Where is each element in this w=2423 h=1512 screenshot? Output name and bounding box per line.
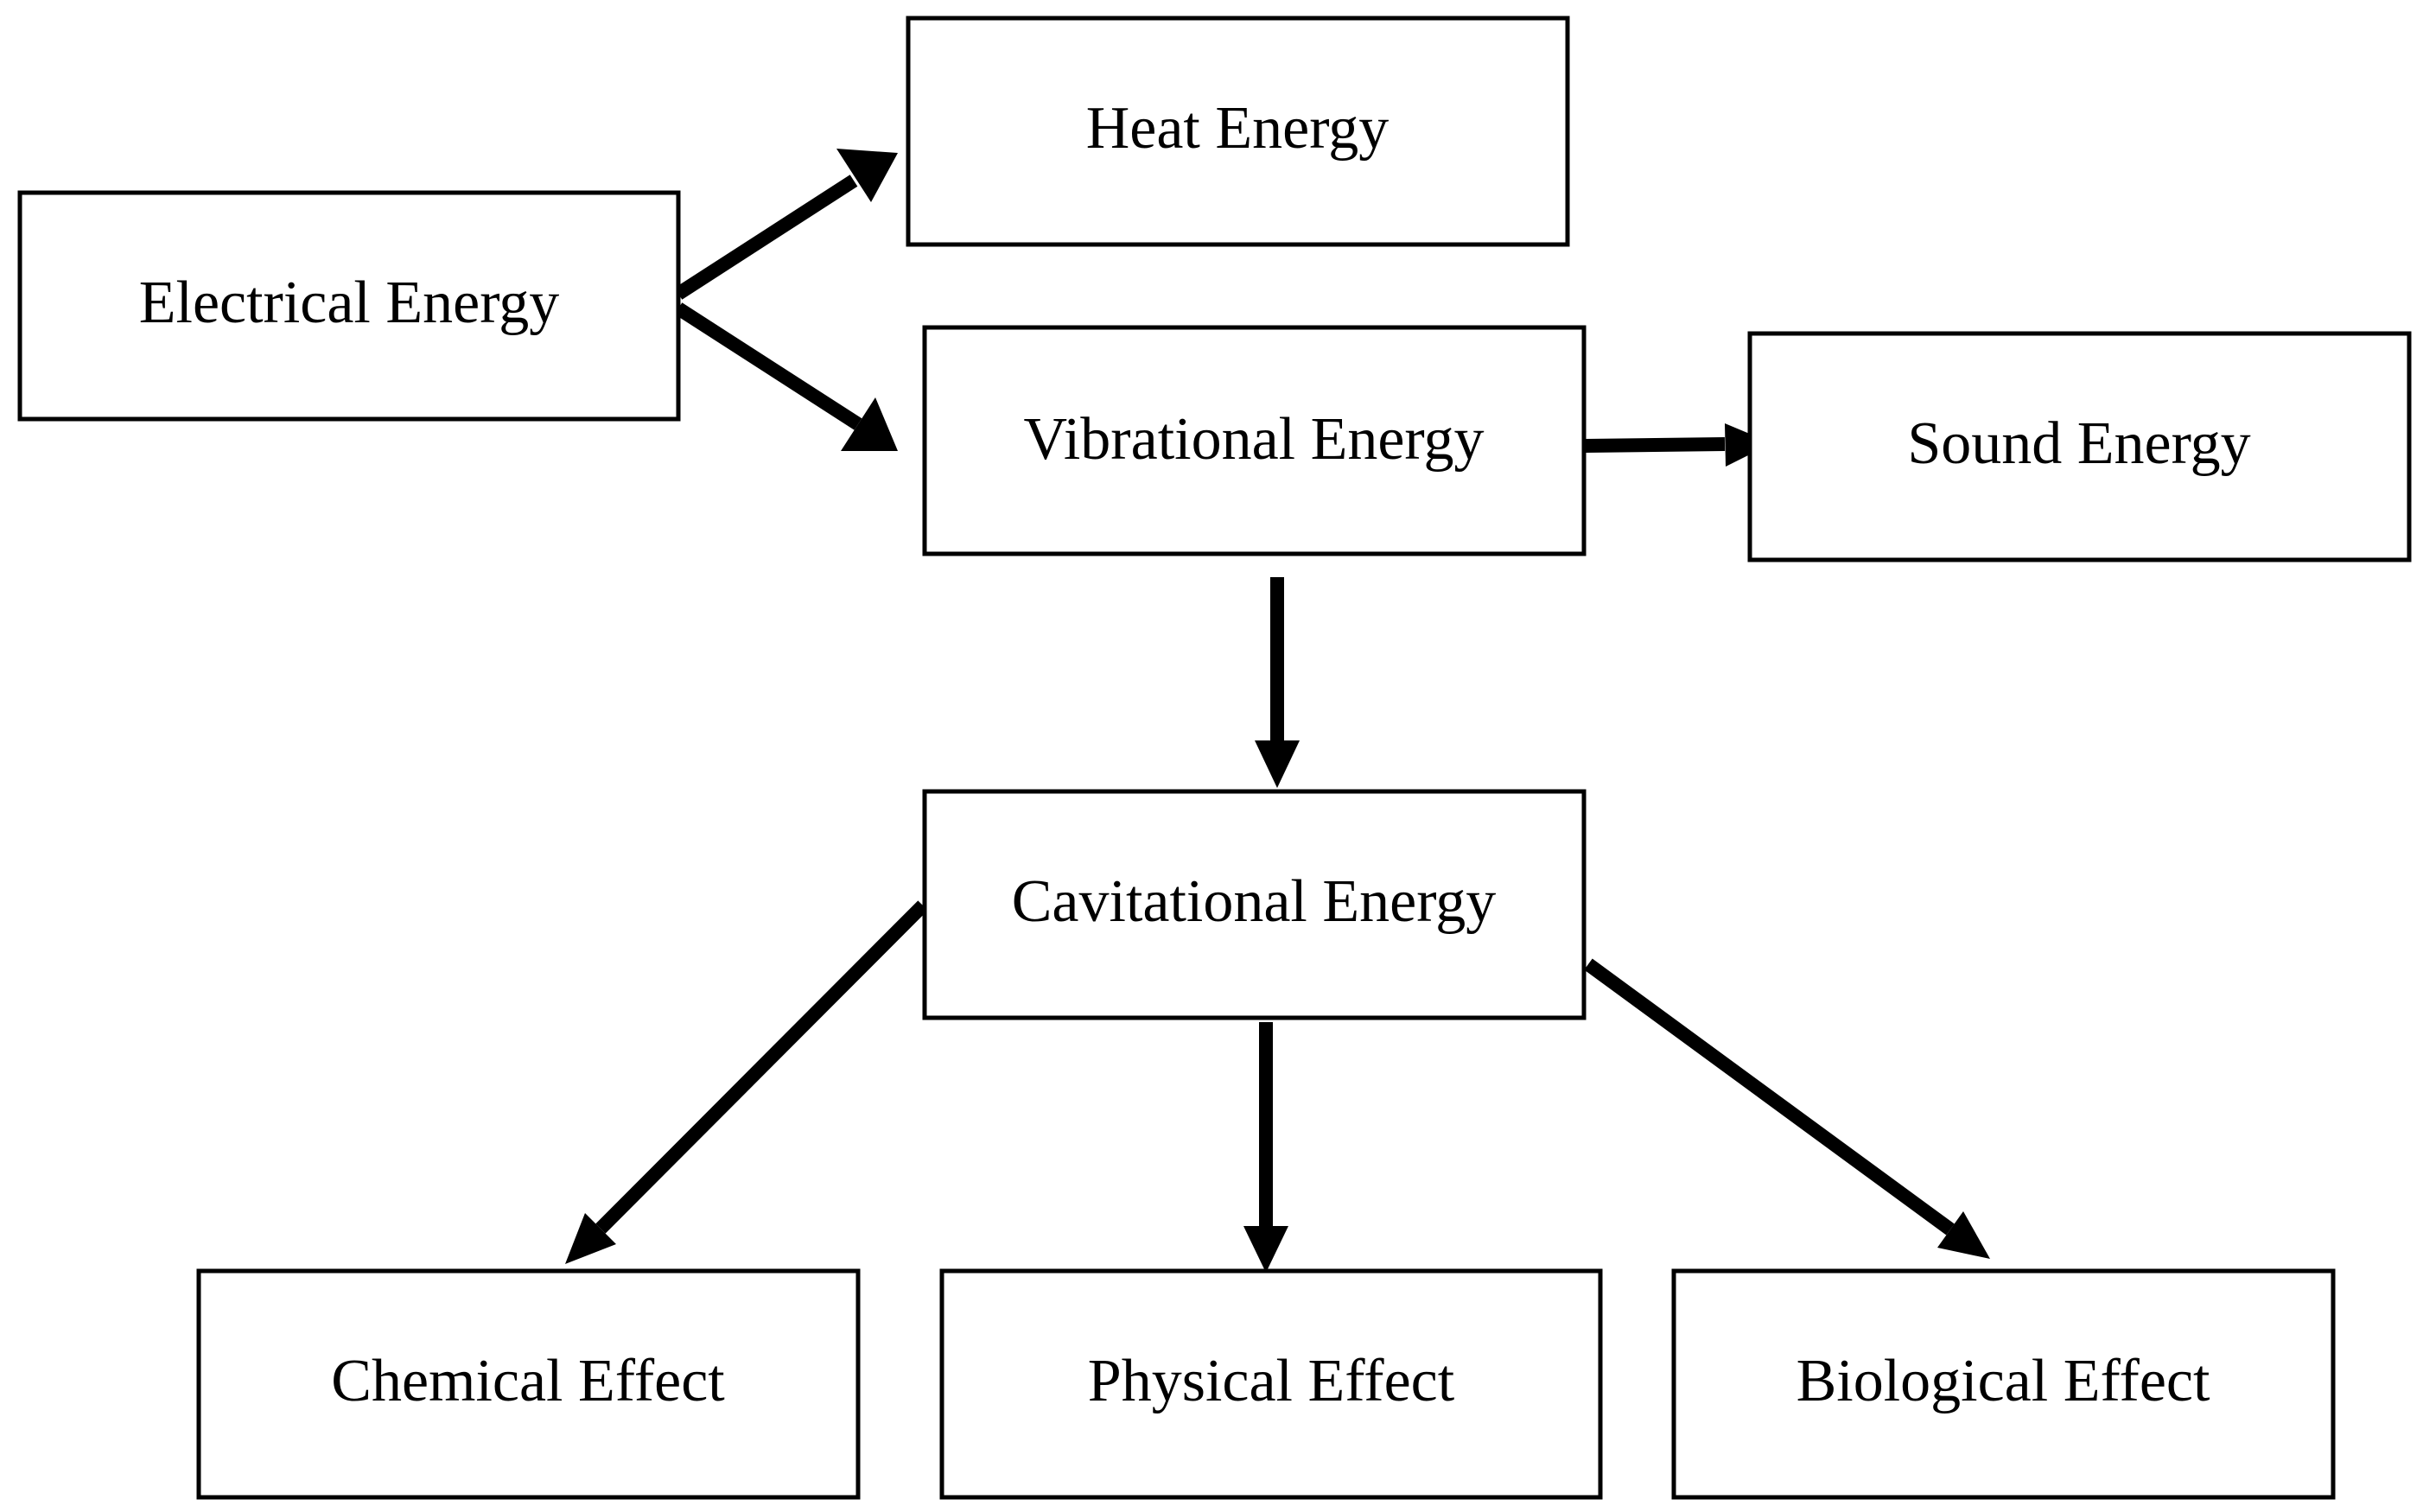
node-vibrational-energy: Vibrational Energy — [922, 325, 1587, 556]
edge-cavitational-to-chemical — [565, 900, 928, 1264]
node-label-heat: Heat Energy — [1086, 95, 1390, 162]
arrowhead — [1255, 740, 1300, 788]
edges — [565, 149, 1990, 1273]
node-chemical-effect: Chemical Effect — [196, 1268, 861, 1500]
node-label-electrical: Electrical Energy — [139, 270, 560, 336]
node-sound-energy: Sound Energy — [1747, 331, 2412, 562]
arrowhead — [1937, 1211, 1990, 1259]
node-cavitational-energy: Cavitational Energy — [922, 789, 1587, 1020]
edge-cavitational-to-physical — [1243, 1022, 1288, 1273]
nodes: Electrical Energy Heat Energy Vibrationa… — [17, 16, 2412, 1500]
edge-electrical-to-vibrational — [674, 302, 898, 451]
node-label-cavitational: Cavitational Energy — [1012, 868, 1497, 935]
node-label-physical: Physical Effect — [1088, 1348, 1455, 1414]
edge-electrical-to-heat — [674, 149, 898, 300]
edge-cavitational-to-biological — [1584, 958, 1990, 1259]
edge-vibrational-to-sound — [1584, 423, 1772, 467]
node-label-biological: Biological Effect — [1797, 1348, 2210, 1414]
arrowhead — [565, 1213, 616, 1264]
edge-vibrational-to-cavitational — [1255, 577, 1300, 788]
arrowhead — [841, 397, 898, 451]
node-physical-effect: Physical Effect — [939, 1268, 1603, 1500]
node-electrical-energy: Electrical Energy — [17, 190, 681, 422]
arrowhead — [1243, 1226, 1288, 1273]
node-biological-effect: Biological Effect — [1671, 1268, 2336, 1500]
node-heat-energy: Heat Energy — [906, 16, 1570, 247]
node-label-vibrational: Vibrational Energy — [1024, 406, 1485, 473]
node-label-sound: Sound Energy — [1907, 410, 2250, 477]
node-label-chemical: Chemical Effect — [331, 1348, 725, 1414]
arrowhead — [836, 149, 898, 202]
